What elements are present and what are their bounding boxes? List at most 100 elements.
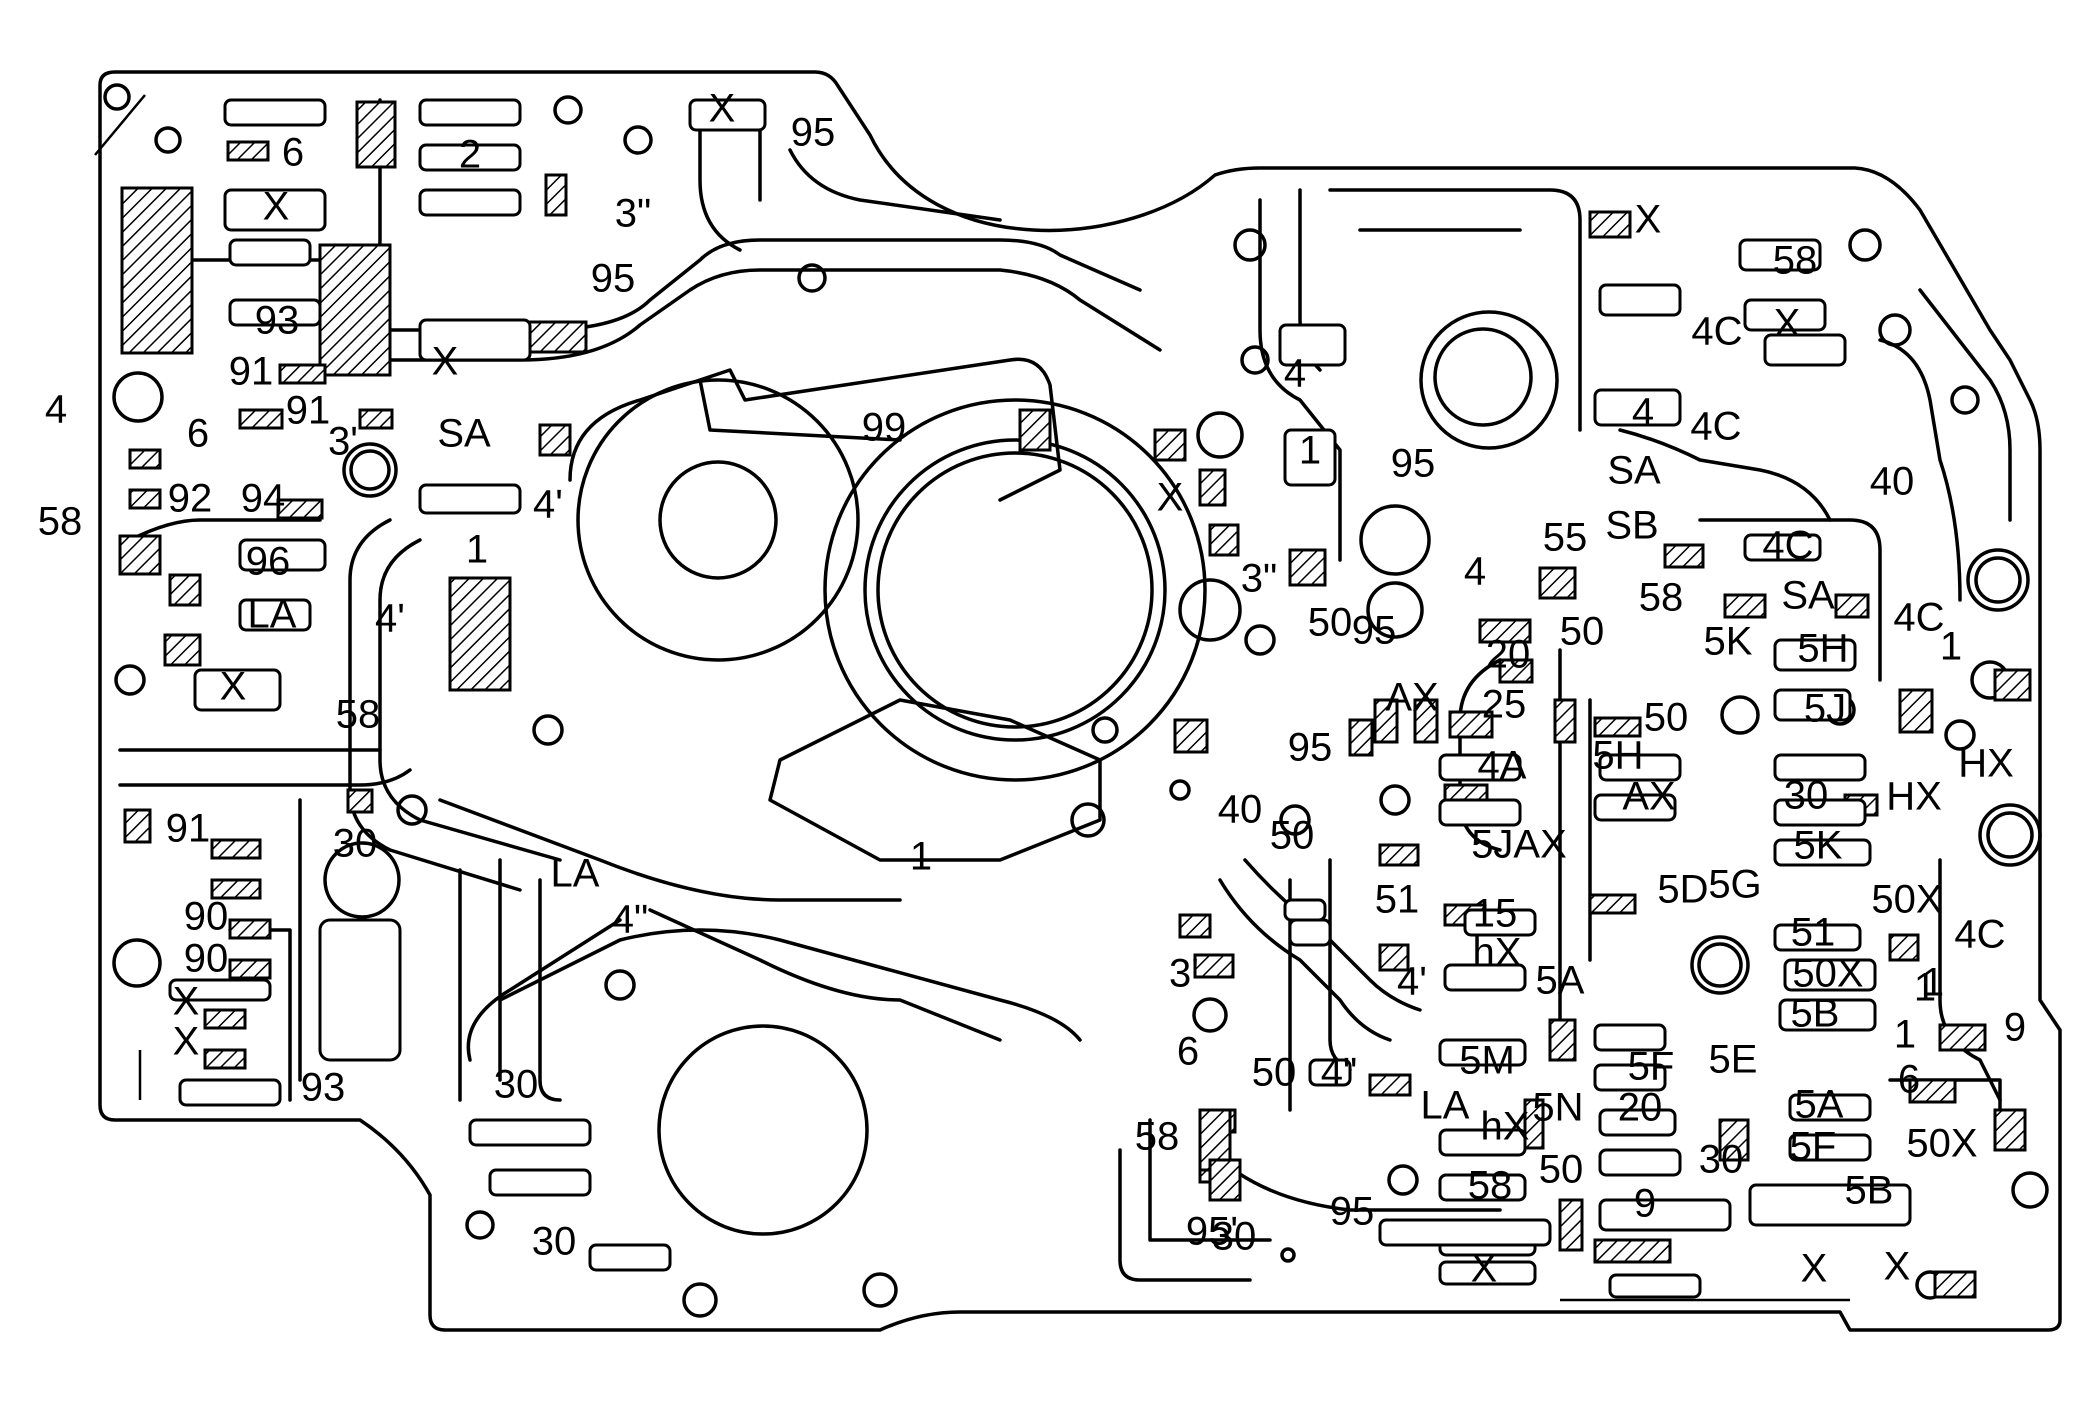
label: 6 [282, 131, 304, 175]
plate-outline [98, 70, 2062, 1332]
label: 50 [1644, 696, 1689, 740]
spool-shape [568, 357, 1102, 862]
label: 4' [533, 483, 563, 527]
label: 5F [1790, 1125, 1837, 1169]
label: 50 [1560, 610, 1605, 654]
label: 5K [1794, 824, 1843, 868]
label: 58 [1773, 239, 1818, 283]
label: 3' [1169, 952, 1199, 996]
label: 92 [168, 477, 213, 521]
inner-outline [94, 94, 1850, 1302]
label: 51 [1791, 911, 1836, 955]
label: 5N [1532, 1086, 1583, 1130]
label: SA [1607, 449, 1661, 493]
label: 30 [1784, 774, 1829, 818]
label: 20 [1486, 633, 1531, 677]
label: X [709, 87, 736, 131]
label: 1 [466, 528, 488, 572]
label: X [432, 340, 459, 384]
label: 1 [1914, 966, 1936, 1010]
label: hX [1481, 1105, 1530, 1149]
label: 91 [166, 807, 211, 851]
label: 4 [1464, 550, 1486, 594]
label: 30 [1699, 1138, 1744, 1182]
label: 6 [1177, 1030, 1199, 1074]
label: SA [1781, 574, 1835, 618]
label: 90 [184, 895, 229, 939]
label: 3" [615, 192, 651, 236]
label: 4C [1690, 405, 1741, 449]
label: 30 [1212, 1215, 1257, 1259]
label: 30 [532, 1220, 577, 1264]
label: 4" [612, 898, 648, 942]
label: SA [437, 412, 491, 456]
label: AX [1622, 775, 1675, 819]
label: X [1801, 1247, 1828, 1291]
label: 4 [45, 388, 67, 432]
label: 5A [1536, 959, 1585, 1003]
label: LA [248, 593, 297, 637]
label: X [173, 980, 200, 1024]
label: 93 [255, 299, 300, 343]
label: 5K [1704, 620, 1753, 664]
label: 30 [333, 822, 378, 866]
label: 99 [862, 406, 907, 450]
label: SB [1605, 504, 1658, 548]
label: 94 [241, 477, 286, 521]
label: 4C [1691, 310, 1742, 354]
label: LA [1421, 1084, 1470, 1128]
label: 1 [1940, 625, 1962, 669]
label: 50X [1792, 952, 1863, 996]
label: 5G [1708, 863, 1761, 907]
label: HX [1958, 742, 2014, 786]
label: 95 [1288, 726, 1333, 770]
label: 93 [301, 1066, 346, 1110]
label: 2 [459, 133, 481, 177]
label: 9 [2004, 1006, 2026, 1050]
label: 4C [1893, 596, 1944, 640]
labels: X 95 6 2 X 3" 95 93 X 91 4 6 91 3' SA 99… [38, 87, 2026, 1291]
label: 91 [286, 389, 331, 433]
label: 1 [910, 835, 932, 879]
label: 20 [1618, 1086, 1663, 1130]
small-holes [103, 83, 2049, 1318]
label: X [220, 665, 247, 709]
label: 5H [1797, 627, 1848, 671]
label: 3" [1241, 557, 1277, 601]
label: 90 [184, 937, 229, 981]
label: 50 [1539, 1148, 1584, 1192]
label: 58 [1468, 1164, 1513, 1208]
bores [112, 310, 2042, 1236]
label: X [263, 185, 290, 229]
label: 30 [494, 1063, 539, 1107]
label: 3' [328, 420, 358, 464]
label: 5B [1791, 992, 1840, 1036]
label: X [173, 1020, 200, 1064]
label: 50 [1270, 814, 1315, 858]
label: LA [551, 852, 600, 896]
label: 4C [1762, 524, 1813, 568]
label: 25 [1482, 683, 1527, 727]
label: 50X [1871, 878, 1942, 922]
label: 5H [1592, 734, 1643, 778]
label: 50X [1906, 1122, 1977, 1166]
label: 4 [1284, 352, 1306, 396]
label: 55 [1543, 516, 1588, 560]
label: X [1471, 1247, 1498, 1291]
hatched-blocks [118, 100, 2032, 1299]
label: 4 [1632, 391, 1654, 435]
label: 58 [1135, 1115, 1180, 1159]
label: 96 [246, 540, 291, 584]
label: 5F [1628, 1045, 1675, 1089]
label: 5M [1459, 1039, 1515, 1083]
label: 9 [1634, 1182, 1656, 1226]
label: 6 [187, 412, 209, 456]
passages [118, 98, 2012, 1282]
label: 4' [375, 597, 405, 641]
label: 4C [1954, 913, 2005, 957]
label: 95 [1391, 442, 1436, 486]
label: 91 [229, 350, 274, 394]
label: 58 [1639, 576, 1684, 620]
label: X [1884, 1245, 1911, 1289]
